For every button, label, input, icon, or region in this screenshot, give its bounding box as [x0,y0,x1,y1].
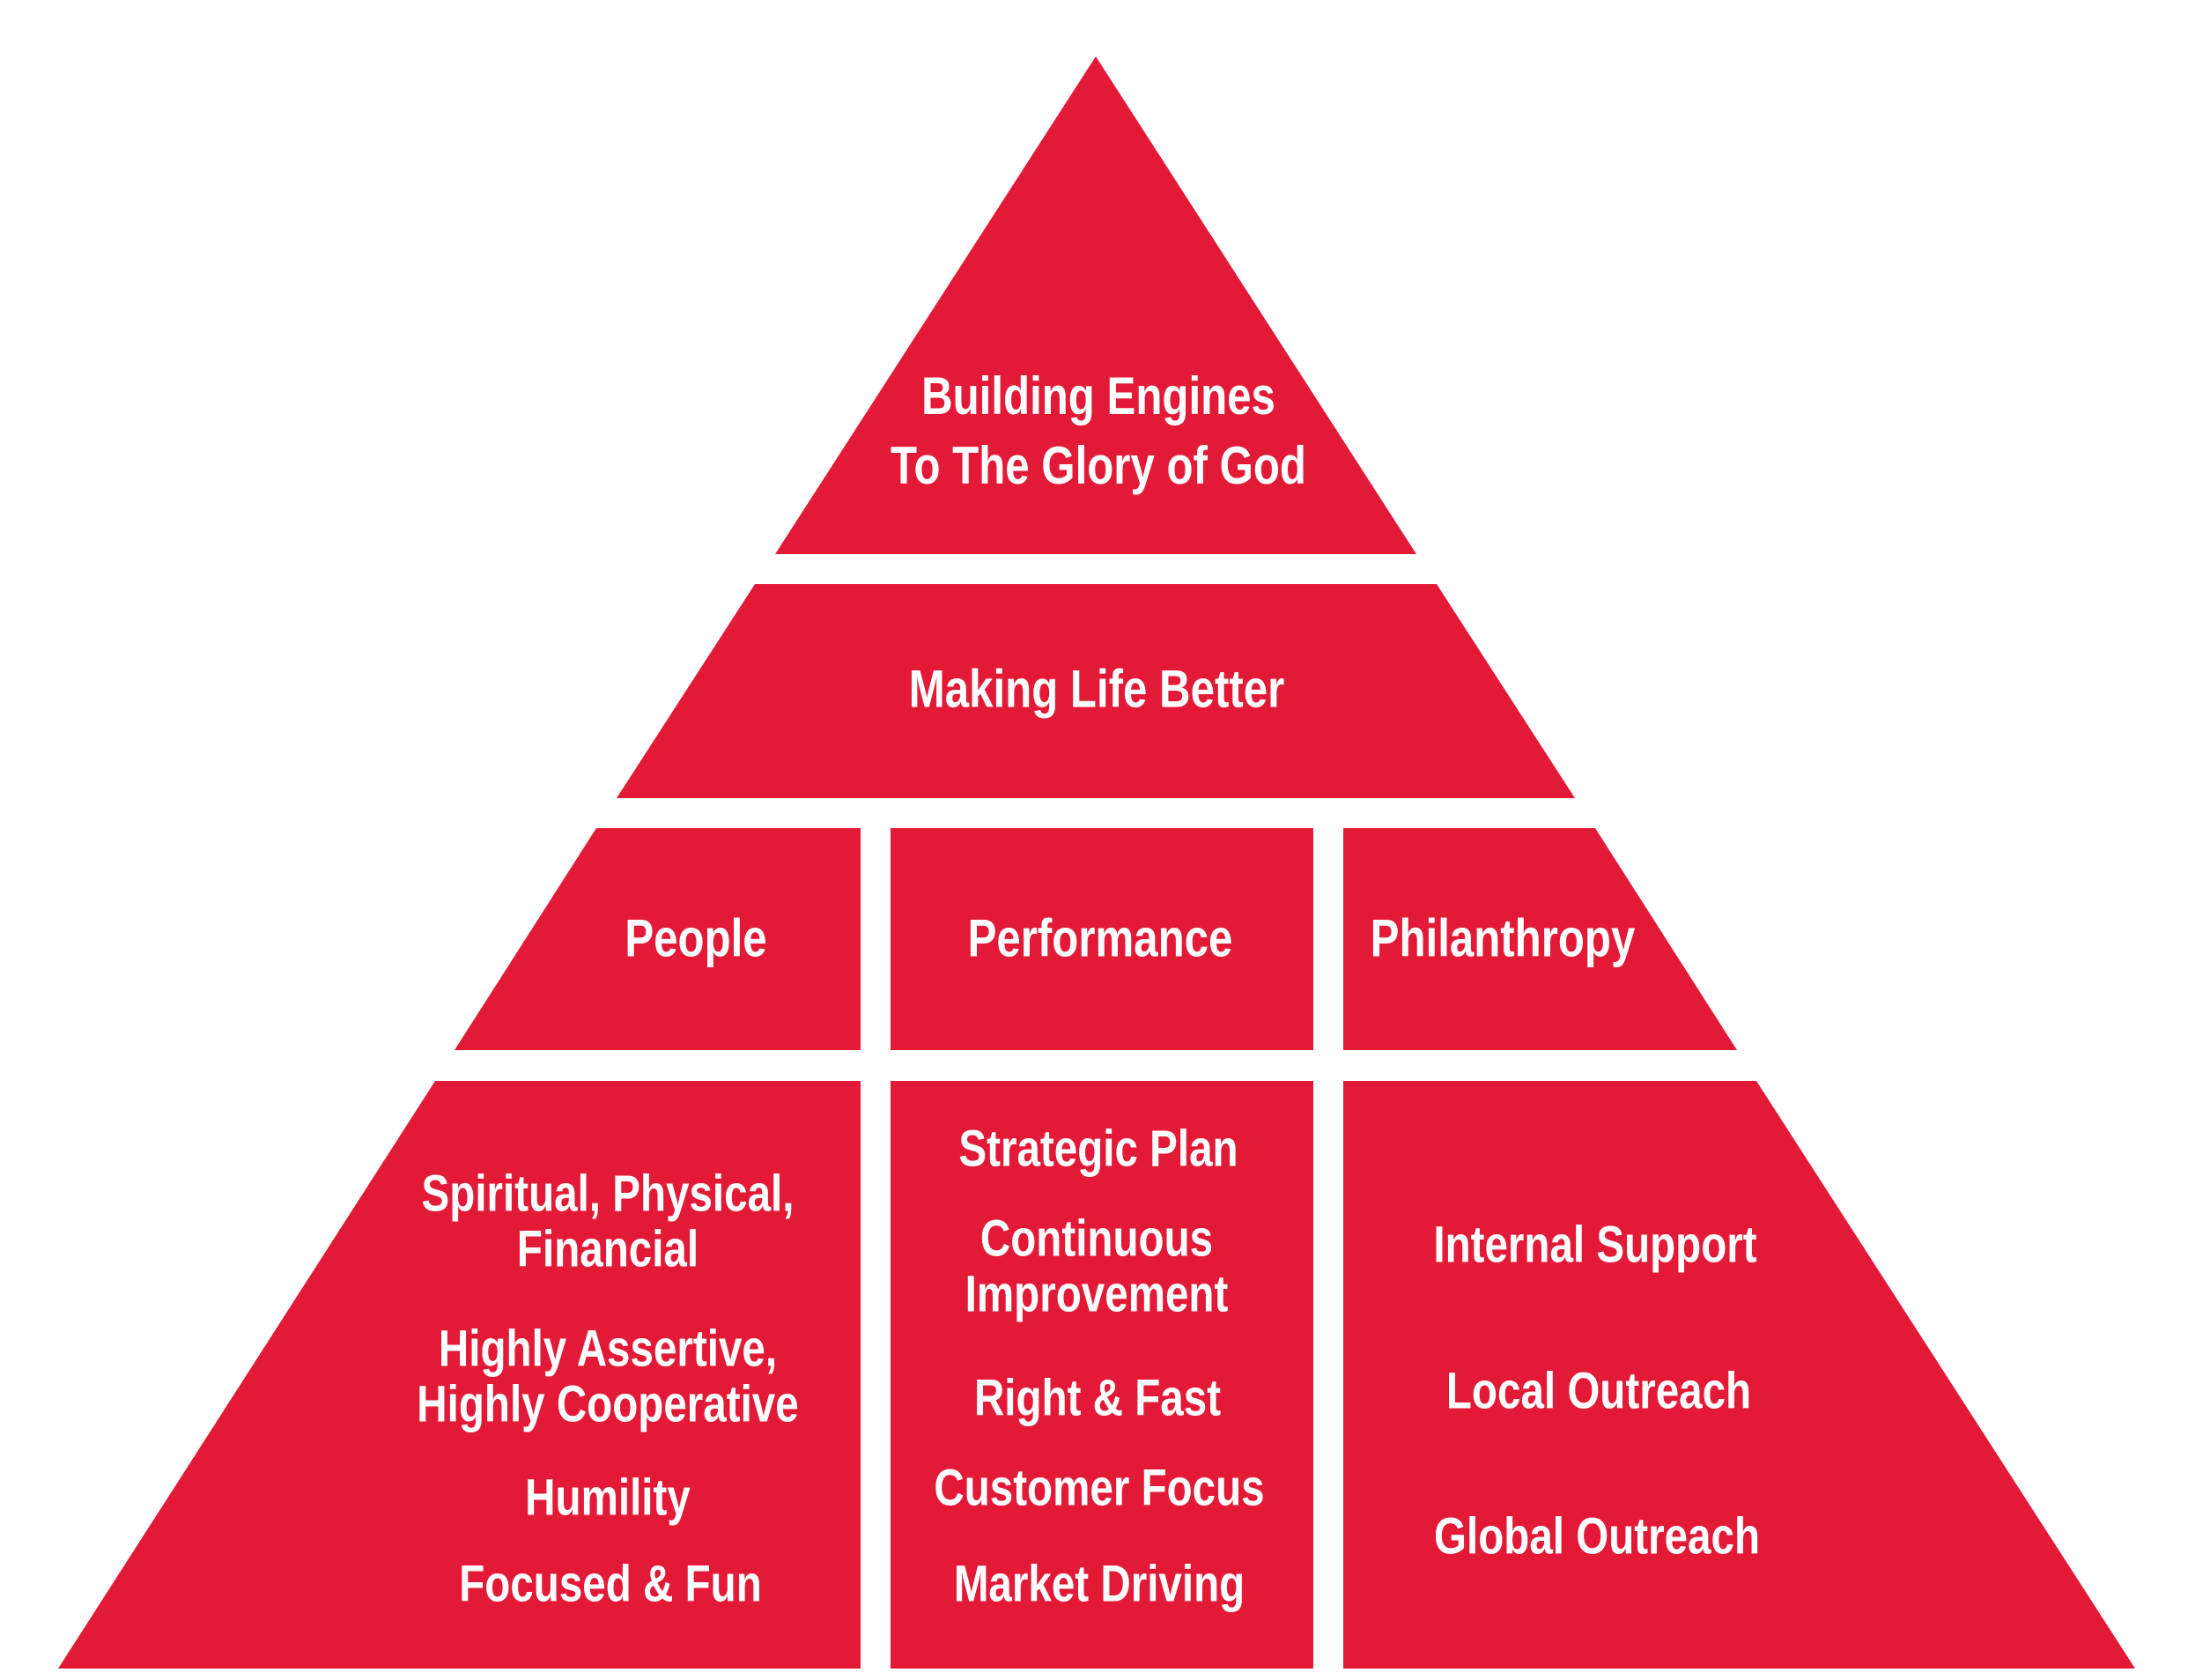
performance-value-3: Right & Fast [973,1369,1222,1427]
performance-value-4: Customer Focus [934,1459,1265,1517]
people-value-2-line-2: Highly Cooperative [417,1375,799,1432]
people-value-3: Humility [525,1469,691,1527]
purpose-block [617,584,1575,798]
performance-pillar-block [891,828,1313,1050]
performance-value-5: Market Driving [953,1555,1246,1613]
philanthropy-value-2: Local Outreach [1445,1362,1752,1420]
performance-values-block [891,1081,1313,1669]
people-value-1-line-1: Spiritual, Physical, [421,1165,795,1223]
apex-line-1: Building Engines [921,366,1275,426]
philanthropy-values-block [1343,1081,2135,1669]
apex-block [775,56,1416,554]
pillar-philanthropy-label: Philanthropy [1370,908,1636,968]
people-value-2-line-1: Highly Assertive, [438,1320,778,1378]
people-values-block [58,1081,861,1669]
people-pillar-block [455,828,861,1050]
performance-value-2-line-2: Improvement [965,1265,1229,1322]
philanthropy-value-3: Global Outreach [1434,1507,1760,1565]
people-value-4: Focused & Fun [459,1555,762,1613]
pillar-performance-label: Performance [967,908,1233,968]
apex-label: Building Engines To The Glory of God [891,366,1306,495]
purpose-label: Making Life Better [908,659,1285,719]
pillar-people-label: People [625,908,767,968]
performance-value-2-line-1: Continuous [979,1210,1214,1268]
apex-line-2: To The Glory of God [891,436,1306,495]
philanthropy-pillar-block [1343,828,1737,1050]
performance-value-2: Continuous Improvement [965,1211,1229,1321]
people-value-1-line-2: Financial [516,1220,699,1277]
people-value-1: Spiritual, Physical, Financial [422,1166,795,1277]
philanthropy-value-1: Internal Support [1433,1216,1757,1274]
performance-value-1: Strategic Plan [958,1120,1238,1178]
people-value-2: Highly Assertive, Highly Cooperative [417,1321,798,1432]
